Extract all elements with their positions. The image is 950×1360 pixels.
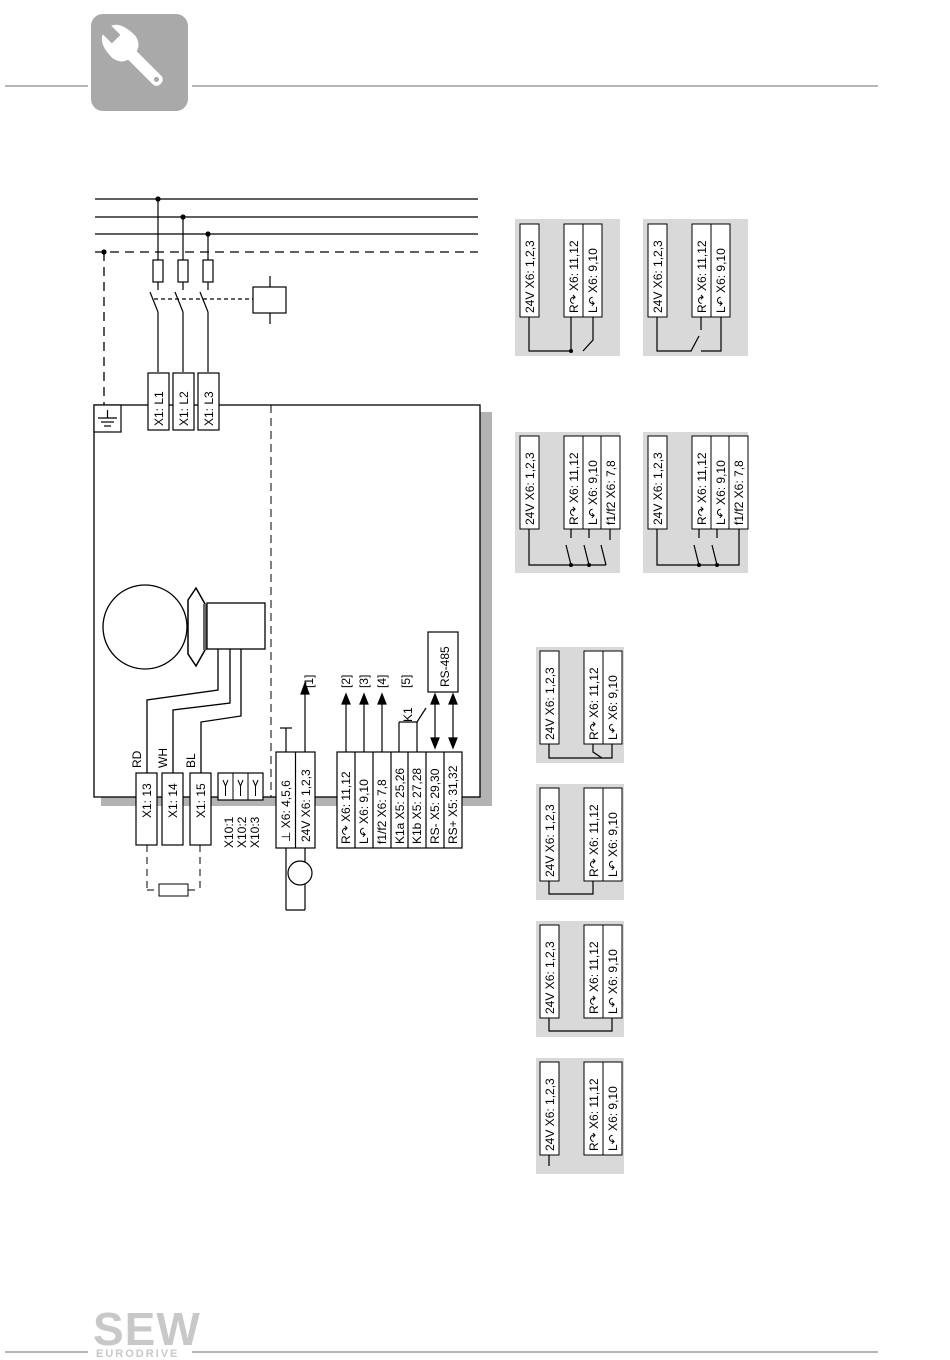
panel-b-r-label: R↷ X6: 11,12 [695, 240, 709, 313]
panel-d-f-label: f1/f2 X6: 7,8 [732, 460, 746, 525]
panel-h-l-label: L↶ X6: 9,10 [606, 1086, 620, 1151]
terminal-14-label: X1: 14 [166, 783, 180, 818]
panel-d-l-label: L↶ X6: 9,10 [714, 460, 728, 525]
panel-h-24v-label: 24V X6: 1,2,3 [543, 1078, 557, 1151]
terminal-k1b-label: K1b X5: 27,28 [410, 768, 424, 844]
motor-brake-assembly [102, 584, 266, 773]
terminal-k1a-label: K1a X5: 25,26 [393, 768, 407, 844]
panel-g-l-label: L↶ X6: 9,10 [606, 949, 620, 1014]
panel-a-l-label: L↶ X6: 9,10 [586, 248, 600, 313]
panel-g-24v-label: 24V X6: 1,2,3 [543, 941, 557, 1014]
panel-f-r-label: R↷ X6: 11,12 [587, 804, 601, 877]
note-2-marker: [2] [339, 675, 353, 688]
braking-resistor [146, 845, 201, 897]
relay-k1-label: K1 [401, 707, 415, 722]
panel-g-r-label: R↷ X6: 11,12 [587, 941, 601, 1014]
panel-c-r-label: R↷ X6: 11,12 [567, 452, 581, 525]
wrench-icon [91, 14, 188, 111]
terminal-l-label: L↶ X6: 9,10 [357, 779, 371, 844]
terminal-l2-label: X1: L2 [177, 391, 191, 426]
rs485-label: RS-485 [438, 646, 452, 687]
wire-wh-label: WH [156, 748, 170, 768]
note-3-marker: [3] [357, 675, 371, 688]
panel-b-24v-label: 24V X6: 1,2,3 [651, 240, 665, 313]
logo-text: SEW [93, 1303, 201, 1355]
terminal-l1-label: X1: L1 [152, 391, 166, 426]
panel-a-r-label: R↷ X6: 11,12 [567, 240, 581, 313]
panel-e-l-label: L↶ X6: 9,10 [606, 675, 620, 740]
note-1-marker: [1] [302, 675, 316, 688]
x6-24v-label: 24V X6: 1,2,3 [299, 769, 313, 842]
panel-e-24v-label: 24V X6: 1,2,3 [543, 667, 557, 740]
terminal-l3-label: X1: L3 [202, 391, 216, 426]
variant-panel-h: 24V X6: 1,2,3 R↷ X6: 11,12 L↶ X6: 9,10 [536, 1058, 624, 1174]
wire-rd-label: RD [130, 750, 144, 768]
variant-panel-d: 24V X6: 1,2,3 R↷ X6: 11,12 L↶ X6: 9,10 f… [643, 432, 749, 573]
x10-3-label: X10:3 [248, 816, 262, 848]
terminal-f1f2-label: f1/f2 X6: 7,8 [375, 779, 389, 844]
panel-c-l-label: L↶ X6: 9,10 [586, 460, 600, 525]
panel-d-24v-label: 24V X6: 1,2,3 [651, 452, 665, 525]
panel-c-24v-label: 24V X6: 1,2,3 [523, 452, 537, 525]
sew-eurodrive-logo: SEW EURODRIVE [93, 1303, 201, 1360]
ground-icon [93, 404, 122, 433]
x10-terminal-block: X10:1 X10:2 X10:3 [217, 772, 264, 848]
control-terminal-strip: RS-485 [336, 631, 463, 849]
note-4-marker: [4] [375, 675, 389, 688]
terminal-rs-minus-label: RS- X5: 29,30 [428, 768, 442, 844]
logo-subtext: EURODRIVE [96, 1348, 179, 1360]
terminal-13-label: X1: 13 [140, 783, 154, 818]
terminal-r-label: R↷ X6: 11,12 [339, 771, 353, 844]
variant-panel-f: 24V X6: 1,2,3 R↷ X6: 11,12 L↶ X6: 9,10 [536, 784, 624, 900]
x6-supply-block: ⊥ X6: 4,5,6 24V X6: 1,2,3 [1] [275, 675, 316, 911]
panel-d-r-label: R↷ X6: 11,12 [695, 452, 709, 525]
note-5-marker: [5] [399, 675, 413, 688]
terminal-15-label: X1: 15 [194, 783, 208, 818]
wire-bl-label: BL [184, 753, 198, 768]
x10-1-label: X10:1 [222, 816, 236, 848]
mains-terminals: X1: L1 X1: L2 X1: L3 [147, 372, 220, 431]
panel-e-r-label: R↷ X6: 11,12 [587, 667, 601, 740]
panel-f-l-label: L↶ X6: 9,10 [606, 812, 620, 877]
panel-f-24v-label: 24V X6: 1,2,3 [543, 804, 557, 877]
panel-c-f-label: f1/f2 X6: 7,8 [604, 460, 618, 525]
x6-ground-label: ⊥ X6: 4,5,6 [279, 780, 293, 842]
control-terminal-labels: R↷ X6: 11,12 L↶ X6: 9,10 f1/f2 X6: 7,8 K… [339, 675, 460, 844]
panel-a-24v-label: 24V X6: 1,2,3 [523, 240, 537, 313]
variant-panel-b: 24V X6: 1,2,3 R↷ X6: 11,12 L↶ X6: 9,10 [643, 219, 748, 356]
variant-panel-g: 24V X6: 1,2,3 R↷ X6: 11,12 L↶ X6: 9,10 [536, 921, 624, 1037]
panel-b-l-label: L↶ X6: 9,10 [714, 248, 728, 313]
variant-panel-e: 24V X6: 1,2,3 R↷ X6: 11,12 L↶ X6: 9,10 [536, 647, 624, 763]
fuses-and-contactor [149, 199, 287, 372]
variant-panel-a: 24V X6: 1,2,3 R↷ X6: 11,12 L↶ X6: 9,10 [515, 219, 620, 356]
terminal-rs-plus-label: RS+ X5: 31,32 [446, 765, 460, 844]
panel-h-r-label: R↷ X6: 11,12 [587, 1078, 601, 1151]
variant-panel-c: 24V X6: 1,2,3 R↷ X6: 11,12 L↶ X6: 9,10 f… [515, 432, 621, 573]
x10-2-label: X10:2 [235, 816, 249, 848]
